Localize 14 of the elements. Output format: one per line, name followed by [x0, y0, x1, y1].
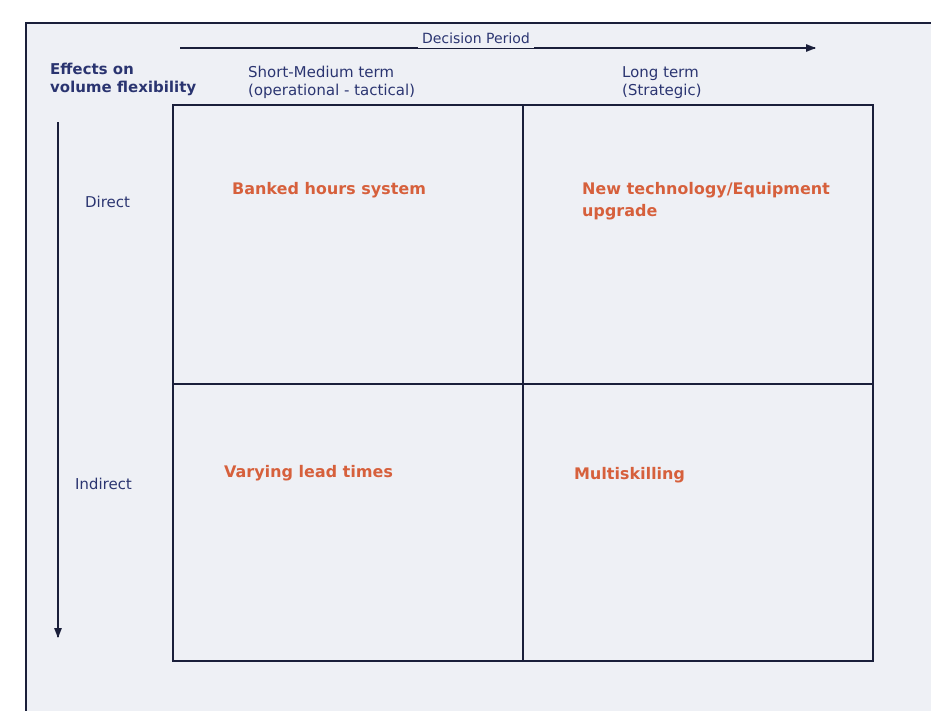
cell-text: Multiskilling	[574, 463, 686, 485]
matrix-cell	[522, 104, 874, 385]
axis-title: Decision Period	[418, 30, 534, 48]
cell-text: Varying lead times	[224, 461, 394, 483]
matrix-cell	[172, 383, 524, 662]
matrix-cell	[522, 383, 874, 662]
cell-text: New technology/Equipment upgrade	[582, 178, 831, 222]
column-header: Short-Medium term (operational - tactical)	[248, 63, 416, 99]
cell-text: Banked hours system	[232, 178, 427, 200]
row-header: Indirect	[75, 475, 133, 493]
row-header: Direct	[85, 193, 131, 211]
axis-title: Effects on volume flexibility	[50, 60, 198, 96]
matrix-cell	[172, 104, 524, 385]
column-header: Long term (Strategic)	[622, 63, 703, 99]
